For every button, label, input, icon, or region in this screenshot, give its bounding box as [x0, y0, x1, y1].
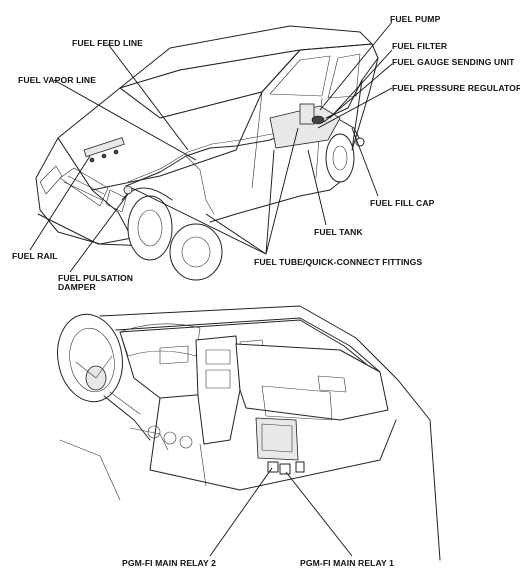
label-fuel-tube-fittings: FUEL TUBE/QUICK-CONNECT FITTINGS: [254, 257, 423, 267]
label-fuel-rail: FUEL RAIL: [12, 251, 58, 261]
label-fuel-pressure-regulator: FUEL PRESSURE REGULATOR: [392, 83, 520, 93]
label-fuel-gauge-sending-unit: FUEL GAUGE SENDING UNIT: [392, 57, 515, 67]
lower-leader-lines: [209, 467, 353, 557]
label-fuel-feed-line: FUEL FEED LINE: [72, 38, 143, 48]
label-pgm-fi-main-relay-2: PGM-FI MAIN RELAY 2: [122, 558, 217, 568]
label-fuel-filter: FUEL FILTER: [392, 41, 448, 51]
label-fuel-fill-cap: FUEL FILL CAP: [370, 198, 435, 208]
label-fuel-tank: FUEL TANK: [314, 227, 363, 237]
label-pgm-fi-main-relay-1: PGM-FI MAIN RELAY 1: [300, 558, 395, 568]
label-fuel-vapor-line: FUEL VAPOR LINE: [18, 75, 97, 85]
label-fuel-pulsation-damper-1: FUEL PULSATION: [58, 273, 134, 283]
dashboard-illustration: [57, 305, 441, 561]
label-fuel-pulsation-damper-2: DAMPER: [58, 282, 96, 292]
upper-leader-lines: [29, 21, 393, 273]
vehicle-illustration: [35, 25, 379, 281]
label-fuel-pump: FUEL PUMP: [390, 14, 441, 24]
